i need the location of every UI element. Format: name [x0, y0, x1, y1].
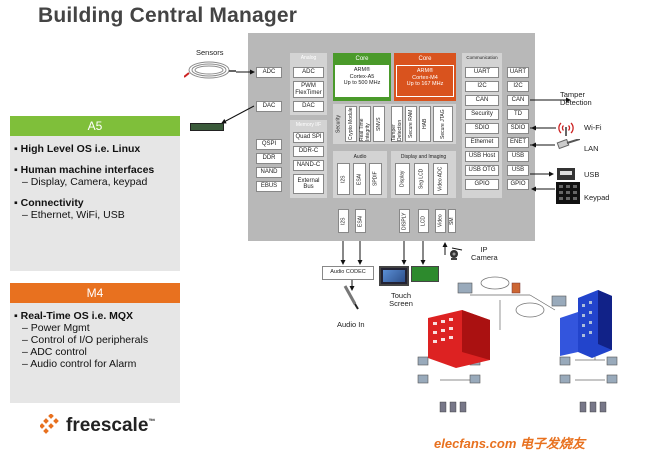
keypad-icon	[556, 182, 580, 204]
pin-qspi: QSPI	[256, 139, 282, 150]
m4-section-heading: ▪ Real-Time OS i.e. MQX	[14, 310, 134, 322]
lan-cable-icon	[556, 139, 580, 151]
audio-jack-icon	[341, 282, 361, 312]
a5-section-heading: ▪ Connectivity	[14, 197, 84, 209]
memory-ddrc: DDR-C	[293, 146, 324, 157]
display-header: Display and Imaging	[400, 154, 447, 160]
pin-right: CAN	[507, 95, 529, 106]
audio-codec: Audio CODEC	[322, 266, 374, 280]
a5-section-item: – Display, Camera, keypad	[22, 176, 148, 188]
analog-dac: DAC	[293, 101, 324, 112]
pin-right: USB	[507, 151, 529, 162]
a5-section-item: – Ethernet, WiFi, USB	[22, 209, 125, 221]
m4-section-item: – Control of I/O peripherals	[22, 334, 149, 346]
comm-block: Security	[465, 109, 499, 120]
a5-section-heading: ▪ Human machine interfaces	[14, 164, 155, 176]
memory-qspi: Quad SPI	[293, 132, 324, 143]
touch-screen-icon	[379, 266, 409, 286]
audio-header: Audio	[353, 154, 367, 160]
comm-block: USB OTG	[465, 165, 499, 176]
audio-in-label: Audio In	[337, 320, 365, 329]
comm-block: UART	[465, 67, 499, 78]
analog-adc: ADC	[293, 67, 324, 78]
pin-right: UART	[507, 67, 529, 78]
m4-panel-body: ▪ Real-Time OS i.e. MQX – Power Mgmt – C…	[10, 303, 180, 403]
page-title: Building Central Manager	[38, 4, 298, 27]
usb-icon	[555, 166, 577, 182]
pin-ddr: DDR	[256, 153, 282, 164]
watermark-text: elecfans.com 电子发烧友	[434, 436, 585, 451]
keypad-label: Keypad	[584, 193, 610, 202]
m4-section-item: – Audio control for Alarm	[22, 358, 137, 370]
lan-label: LAN	[584, 144, 599, 153]
pin-right: SDIO	[507, 123, 529, 134]
pin-ebus: EBUS	[256, 181, 282, 192]
memory-ebus: External Bus	[293, 174, 324, 194]
comm-block: SDIO	[465, 123, 499, 134]
comm-block: Ethernet	[465, 137, 499, 148]
m4-section-item: – ADC control	[22, 346, 87, 358]
memory-module-icon	[190, 123, 224, 131]
m4-panel-header: M4	[10, 283, 180, 303]
pin-right: I2C	[507, 81, 529, 92]
sensors-label: Sensors	[196, 48, 224, 57]
core-m4-header: Core	[418, 56, 432, 62]
comm-block: GPIO	[465, 179, 499, 190]
wifi-label: Wi-Fi	[584, 123, 602, 132]
lcd-panel-icon	[411, 266, 439, 282]
memory-header: Memory I/F	[295, 122, 322, 128]
sensors-icon	[184, 55, 239, 85]
a5-panel-body: ▪ High Level OS i.e. Linux ▪ Human machi…	[10, 136, 180, 271]
m4-section-item: – Power Mgmt	[22, 322, 90, 334]
a5-panel-header: A5	[10, 116, 180, 136]
ip-camera-label: IP Camera	[471, 245, 498, 263]
analog-pwm: PWM FlexTimer	[293, 81, 324, 98]
core-a5-header: Core	[355, 56, 369, 62]
a5-section-heading: ▪ High Level OS i.e. Linux	[14, 143, 141, 155]
pin-right: ENET	[507, 137, 529, 148]
memory-nandc: NAND-C	[293, 160, 324, 171]
tamper-label: Tamper Detection	[560, 90, 592, 107]
pin-right: TD	[507, 109, 529, 120]
comm-block: CAN	[465, 95, 499, 106]
pin-adc: ADC	[256, 67, 282, 78]
wifi-icon	[558, 120, 574, 136]
pin-right: GPIO	[507, 179, 529, 190]
pin-nand: NAND	[256, 167, 282, 178]
comm-block: USB Host	[465, 151, 499, 162]
freescale-logo-icon	[40, 414, 62, 436]
freescale-logo-text: freescale™	[66, 415, 156, 436]
ip-camera-icon	[447, 248, 461, 262]
pin-right: USB	[507, 165, 529, 176]
touch-screen-label: Touch Screen	[389, 291, 413, 309]
comm-header: Communication	[466, 55, 498, 60]
pin-dac: DAC	[256, 101, 282, 112]
usb-label: USB	[584, 170, 600, 179]
analog-header: Analog	[300, 55, 317, 61]
comm-block: I2C	[465, 81, 499, 92]
